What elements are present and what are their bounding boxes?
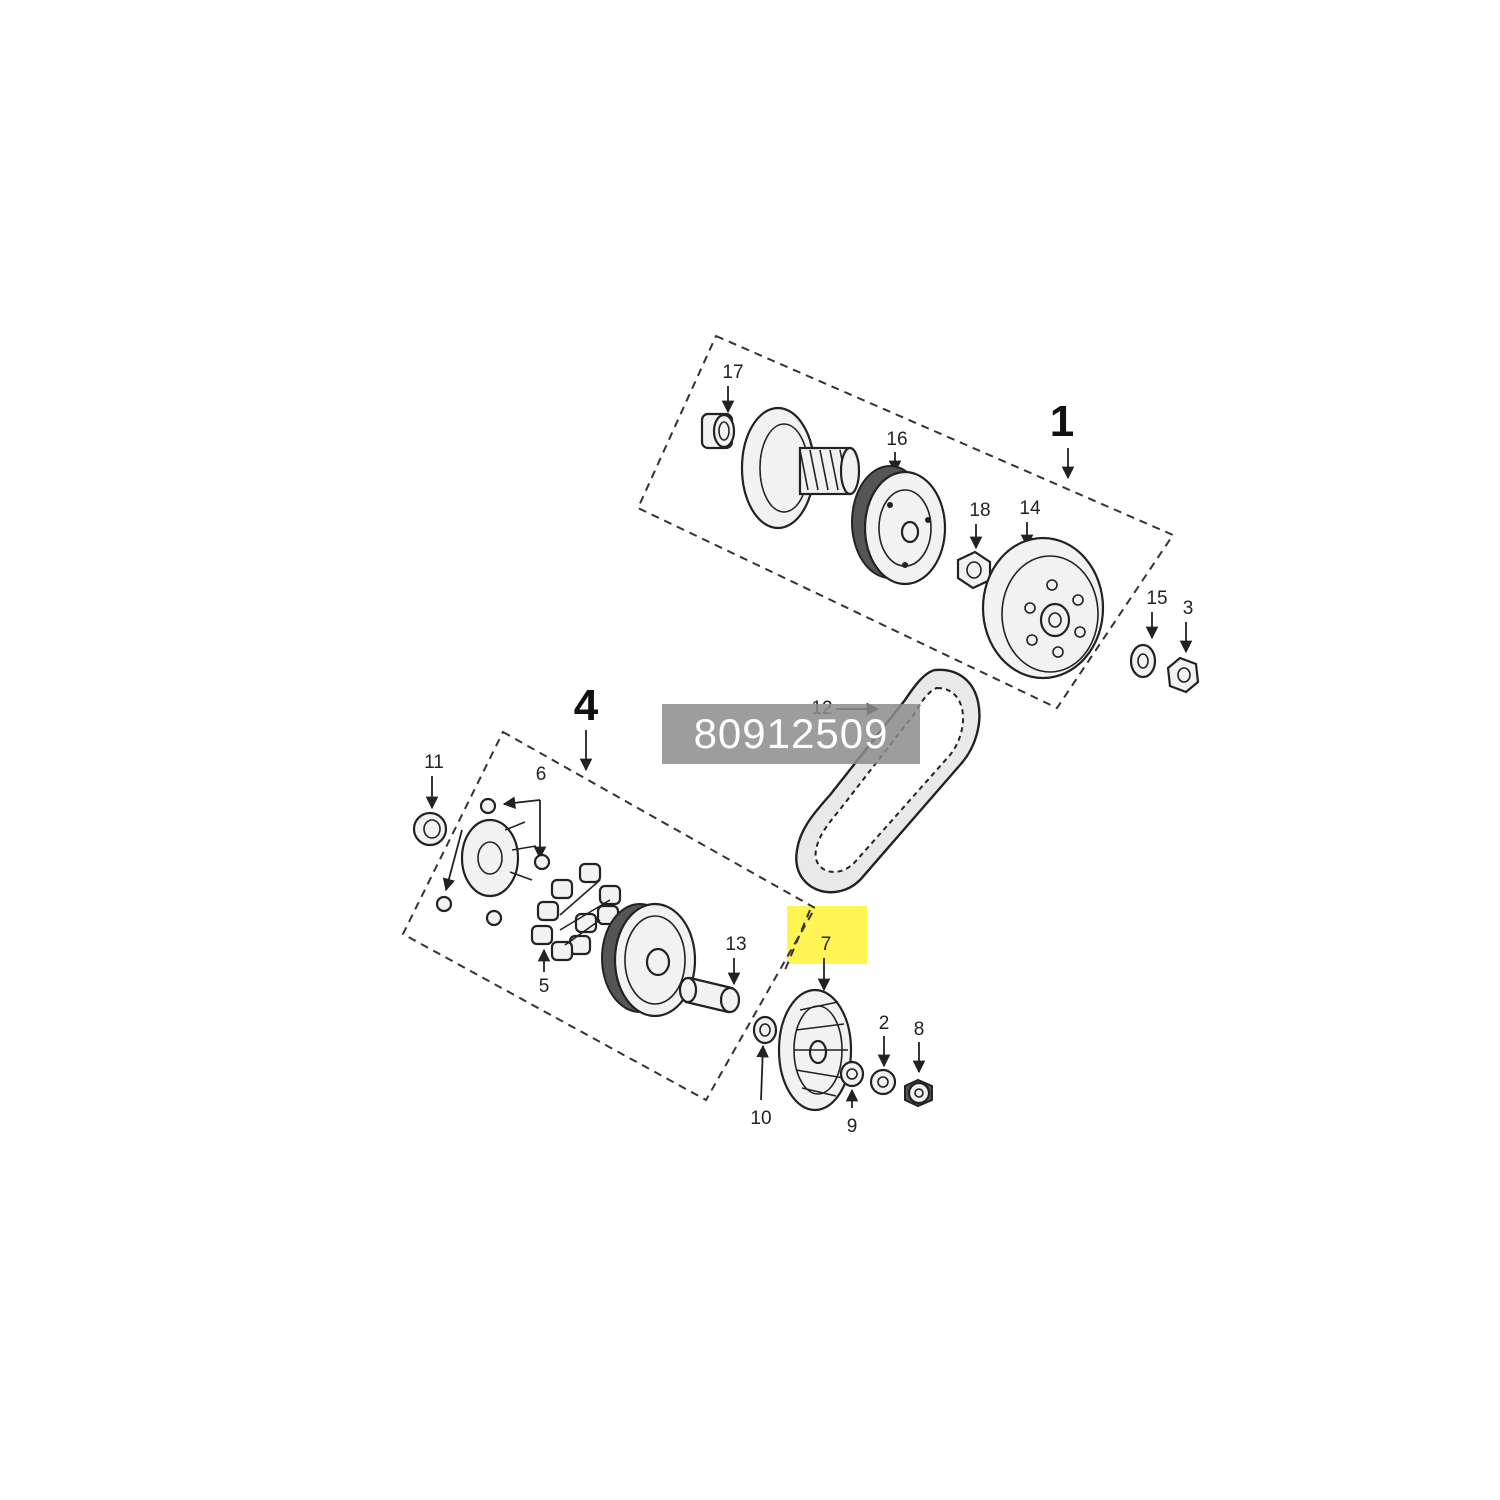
arrow-icon	[442, 829, 463, 892]
washer-icon	[1129, 643, 1157, 679]
arrow-icon	[502, 796, 541, 810]
bearing-icon	[700, 412, 736, 450]
variator-pulley	[601, 902, 697, 1018]
clutch-assembly-boundary	[636, 334, 1175, 710]
assembly-1-label: 1	[1050, 397, 1074, 446]
assembly-4-label: 4	[574, 681, 599, 730]
arrow-icon	[756, 1044, 769, 1101]
callout-8: 8	[914, 1019, 925, 1040]
callout-3: 3	[1183, 598, 1194, 619]
callout-10: 10	[750, 1108, 771, 1129]
callout-9: 9	[847, 1116, 858, 1137]
spring-icon	[799, 449, 849, 491]
nut-icon	[1166, 656, 1200, 694]
callout-14: 14	[1019, 498, 1041, 519]
clutch-shoe-assembly	[851, 465, 947, 586]
nut-icon	[956, 550, 992, 590]
callout-17: 17	[722, 362, 743, 383]
dash-connector	[784, 909, 811, 971]
callout-16: 16	[886, 429, 907, 450]
drive-pulley-assembly-boundary	[401, 730, 817, 1102]
washer-icon	[839, 1060, 865, 1088]
fan-pulley	[777, 988, 853, 1112]
bearing-icon	[412, 811, 448, 847]
callout-18: 18	[969, 500, 990, 521]
nut-icon	[904, 1078, 933, 1108]
washer-icon	[752, 1015, 778, 1045]
roller-guide-lines	[559, 879, 611, 946]
clutch-bell	[981, 536, 1105, 680]
variator-bushing	[678, 976, 741, 1014]
ramp-plate	[435, 797, 551, 927]
callout-6: 6	[536, 764, 547, 785]
watermark-part-number: 80912509	[693, 710, 889, 757]
clutch-plate-with-spring	[740, 406, 861, 530]
watermark-background	[662, 704, 920, 764]
part-7-highlight	[787, 906, 867, 964]
callout-13: 13	[725, 934, 746, 955]
callout-11: 11	[424, 752, 444, 773]
callout-15: 15	[1146, 588, 1167, 609]
callout-2: 2	[879, 1013, 890, 1034]
callout-7: 7	[821, 934, 832, 955]
washer-icon	[869, 1068, 897, 1096]
callout-5: 5	[539, 976, 550, 997]
